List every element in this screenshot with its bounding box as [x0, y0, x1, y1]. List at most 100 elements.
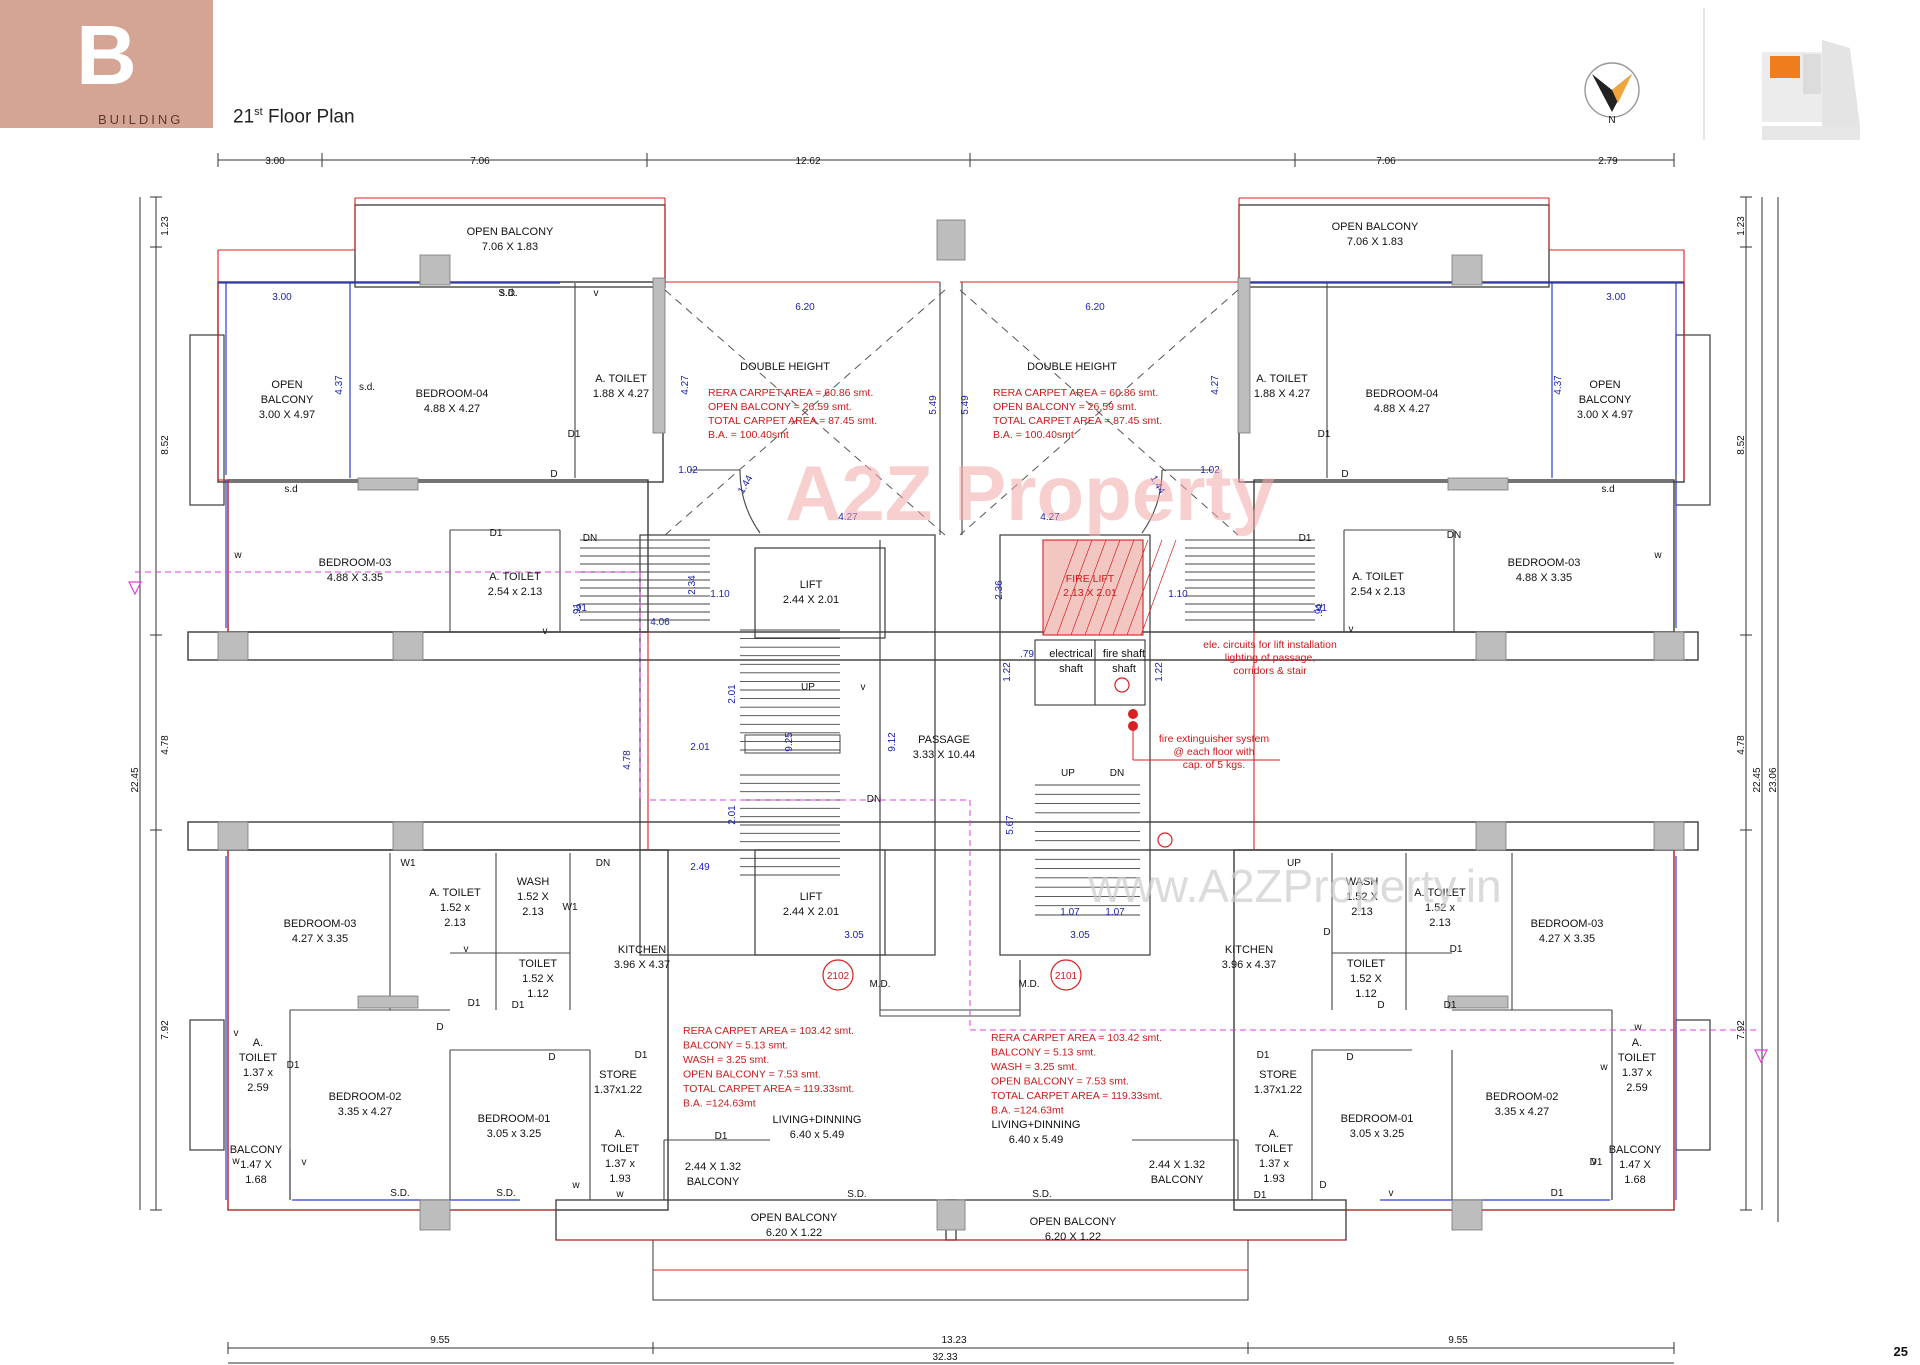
door-window-tag: v — [302, 1157, 307, 1168]
fire-lift-hatch — [1098, 539, 1135, 636]
dimension-label: 22.45 — [1752, 767, 1763, 792]
room-label-balcony-r: BALCONY — [1609, 1144, 1662, 1156]
fire-lift-hatch — [1056, 539, 1093, 636]
extinguisher-note: cap. of 5 kgs. — [1183, 759, 1245, 771]
door-window-tag: D1 — [1254, 1190, 1267, 1201]
interior-dimension-label: .91 — [1314, 603, 1325, 617]
electrical-note: ele. circuits for lift installation — [1203, 639, 1337, 651]
room-label-fire-shaft: fire shaft — [1103, 648, 1145, 660]
compass-needle-accent-icon — [1612, 74, 1632, 103]
room-label-lift-1: LIFT — [800, 579, 823, 591]
core-outline — [999, 534, 1151, 956]
door-window-tag: D1 — [1299, 533, 1312, 544]
room-label-electrical-shaft: electrical — [1049, 648, 1092, 660]
room-label-wash-l: 2.13 — [522, 906, 543, 918]
room-label-toilet-l: TOILET — [519, 958, 558, 970]
room-label-electrical-shaft: shaft — [1059, 663, 1083, 675]
dimension-label: 32.33 — [932, 1352, 957, 1363]
room-label-bedroom-01-l: 3.05 x 3.25 — [487, 1128, 541, 1140]
building-letter: B — [76, 8, 137, 102]
room-label-open-balcony-tr: 7.06 X 1.83 — [1347, 236, 1403, 248]
section-marker-icon — [128, 581, 142, 596]
door-window-tag: s.d. — [500, 288, 516, 299]
area-statement: TOTAL CARPET AREA = 119.33smt. — [683, 1083, 854, 1095]
room-label-store-r: 1.37x1.22 — [1254, 1084, 1302, 1096]
door-window-tag: v — [861, 682, 866, 693]
interior-dimension-label: .91 — [1313, 603, 1327, 614]
door-window-tag: s.d. — [359, 382, 375, 393]
flat-code-ring — [822, 959, 854, 991]
fire-lift-label: 2.13 X 2.01 — [1063, 587, 1117, 599]
floor-number: 21 — [233, 106, 255, 128]
door-window-tag: W1 — [401, 858, 416, 869]
interior-dimension-label: 5.49 — [928, 395, 939, 415]
interior-dimension-label: 2.01 — [727, 805, 738, 825]
door-window-tag: D1 — [512, 1000, 525, 1011]
door-window-tag: D1 — [468, 998, 481, 1009]
room-label-balcony-l: 1.47 X — [240, 1159, 272, 1171]
room-label-a-toilet-5-r: 1.93 — [1263, 1173, 1284, 1185]
room-label-bedroom-01-l: BEDROOM-01 — [478, 1113, 551, 1125]
room-label-living-l: 6.40 x 5.49 — [790, 1129, 844, 1141]
room-label-a-toilet-4-l: 1.37 x — [243, 1067, 273, 1079]
room-label-store-l: 1.37x1.22 — [594, 1084, 642, 1096]
room-label-a-toilet-4-r: TOILET — [1618, 1052, 1657, 1064]
room-label-open-balcony-tr: OPEN BALCONY — [1332, 221, 1419, 233]
door-window-tag: D — [436, 1022, 443, 1033]
fire-lift-label: FIRE LIFT — [1066, 573, 1115, 585]
building-label: BUILDING — [98, 112, 184, 127]
door-window-tag: D — [1319, 1180, 1326, 1191]
interior-dimension-label: 1.10 — [1168, 589, 1188, 600]
room-label-open-balcony-l: 3.00 X 4.97 — [259, 409, 315, 421]
door-window-tag: UP — [1061, 768, 1075, 779]
extinguisher-note: fire extinguisher system — [1159, 733, 1270, 745]
room-label-a-toilet-4-r: A. — [1632, 1037, 1642, 1049]
room-label-living-r: 6.40 x 5.49 — [1009, 1134, 1063, 1146]
lift-shaft — [754, 547, 886, 639]
column — [1475, 631, 1507, 661]
room-label-passage: PASSAGE — [918, 734, 970, 746]
room-label-open-balcony-tl: OPEN BALCONY — [467, 226, 554, 238]
room-label-a-toilet-3-r: A. TOILET — [1414, 887, 1466, 899]
dimension-label: 2.79 — [1598, 156, 1618, 167]
area-statement: RERA CARPET AREA = 60.86 smt. — [708, 387, 873, 399]
area-statement: RERA CARPET AREA = 103.42 smt. — [683, 1025, 854, 1037]
door-window-tag: D — [1323, 927, 1330, 938]
room-label-toilet-l: 1.52 X — [522, 973, 554, 985]
area-statement: RERA CARPET AREA = 103.42 smt. — [991, 1032, 1162, 1044]
room-label-lift-2: LIFT — [800, 891, 823, 903]
column — [217, 631, 249, 661]
column — [1653, 631, 1685, 661]
slab-band — [187, 821, 1699, 851]
room-label-open-balcony-r: 3.00 X 4.97 — [1577, 409, 1633, 421]
door-window-tag: w — [1653, 550, 1662, 561]
room-label-bedroom-03-bl: BEDROOM-03 — [284, 918, 357, 930]
door-window-tag: D1 — [287, 1060, 300, 1071]
flat-code-ring — [1050, 959, 1082, 991]
column — [217, 821, 249, 851]
area-statement: BALCONY = 5.13 smt. — [683, 1040, 788, 1052]
door-window-tag: w — [1599, 1062, 1608, 1073]
area-statement: TOTAL CARPET AREA = 87.45 smt. — [993, 415, 1162, 427]
room-label-living-l: LIVING+DINNING — [773, 1114, 862, 1126]
room-label-open-balcony-l: BALCONY — [261, 394, 314, 406]
door-window-tag: D — [550, 469, 557, 480]
room-label-a-toilet-2-l: 2.54 x 2.13 — [488, 586, 542, 598]
column — [936, 1199, 966, 1231]
room-label-a-toilet-1-r: 1.88 X 4.27 — [1254, 388, 1310, 400]
fire-lift-hatch — [1140, 539, 1177, 636]
interior-dimension-label: 1.22 — [1002, 662, 1013, 682]
area-statement: WASH = 3.25 smt. — [991, 1061, 1077, 1073]
fire-lift-hatch — [1084, 539, 1121, 636]
room-label-open-balcony-bl: 6.20 X 1.22 — [766, 1227, 822, 1239]
room-label-a-toilet-5-l: 1.37 x — [605, 1158, 635, 1170]
room-label-bedroom-03-tr: BEDROOM-03 — [1508, 557, 1581, 569]
door-window-tag: S.D. — [1032, 1189, 1051, 1200]
room-label-a-toilet-2-l: A. TOILET — [489, 571, 541, 583]
room-label-wash-r: 1.52 X — [1346, 891, 1378, 903]
interior-dimension-label: .91 — [572, 603, 583, 617]
area-statement: OPEN BALCONY = 7.53 smt. — [683, 1069, 821, 1081]
interior-dimension-label: 1.02 — [678, 465, 698, 476]
fire-lift-hatch — [1126, 539, 1163, 636]
